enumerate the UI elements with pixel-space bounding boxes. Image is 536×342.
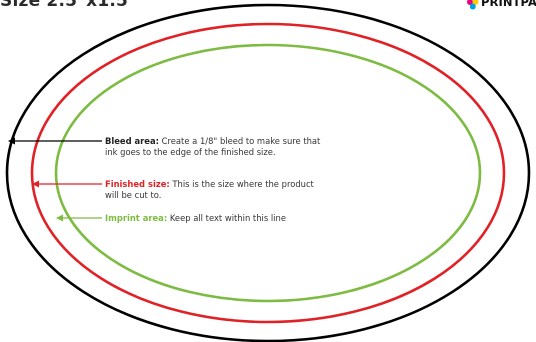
page-title: Size 2.5"x1.5" (0, 0, 138, 11)
bleed-label: Bleed area: Create a 1/8" bleed to make … (105, 136, 327, 158)
logo-flower-icon (466, 0, 480, 9)
imprint-area-heading: Imprint area: (105, 213, 168, 223)
imprint-area-text: Keep all text within this line (167, 213, 286, 223)
logo-wordmark: PRINTPAPA (481, 0, 536, 9)
finished-size-label: Finished size: This is the size where th… (105, 179, 327, 201)
imprint-area-line (54, 43, 482, 303)
bleed-heading: Bleed area: (105, 136, 159, 146)
bleed-line (5, 3, 531, 342)
finished-size-heading: Finished size: (105, 179, 170, 189)
bleed-text: Create a 1/8" bleed to make sure that in… (105, 136, 321, 157)
imprint-area-label: Imprint area: Keep all text within this … (105, 213, 345, 224)
bleed-arrow (8, 137, 102, 145)
finished-size-text: This is the size where the product will … (105, 179, 314, 200)
finished-size-arrow (32, 180, 102, 188)
imprint-area-arrow (56, 214, 102, 222)
finished-size-line (30, 22, 506, 324)
printpapa-logo: PRINTPAPA (466, 0, 536, 9)
